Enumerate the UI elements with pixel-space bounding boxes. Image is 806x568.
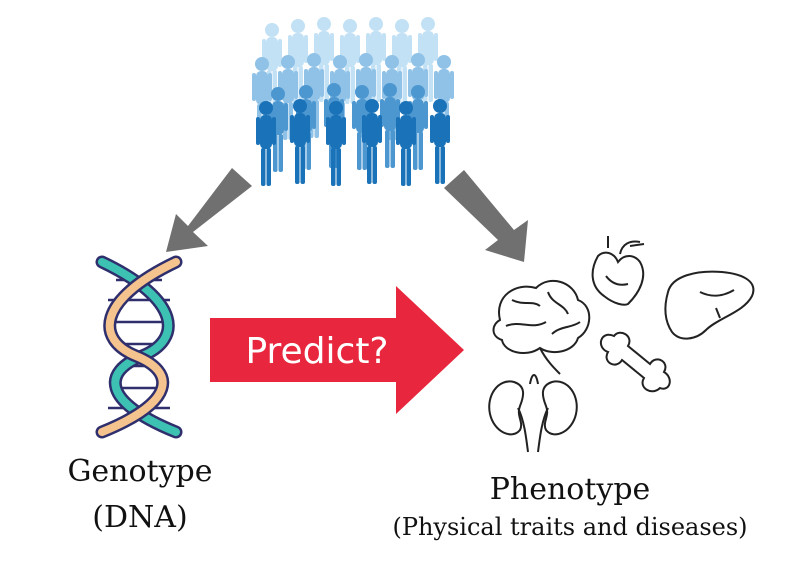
bone-icon: [599, 331, 671, 393]
liver-icon: [664, 270, 755, 340]
phenotype-subtitle: (Physical traits and diseases): [392, 513, 748, 541]
genotype-title: Genotype: [67, 454, 213, 489]
people-crowd-icon: [252, 17, 454, 186]
gray-arrow-left: [166, 168, 252, 252]
predict-arrow: [210, 286, 464, 414]
phenotype-title: Phenotype: [489, 472, 651, 507]
kidneys-icon: [488, 374, 578, 453]
brain-icon: [492, 279, 591, 375]
gray-arrow-right: [444, 170, 528, 262]
heart-icon: [591, 236, 645, 306]
predict-label: Predict?: [245, 331, 389, 372]
dna-helix-icon: [95, 255, 183, 439]
genotype-subtitle: (DNA): [92, 500, 188, 535]
